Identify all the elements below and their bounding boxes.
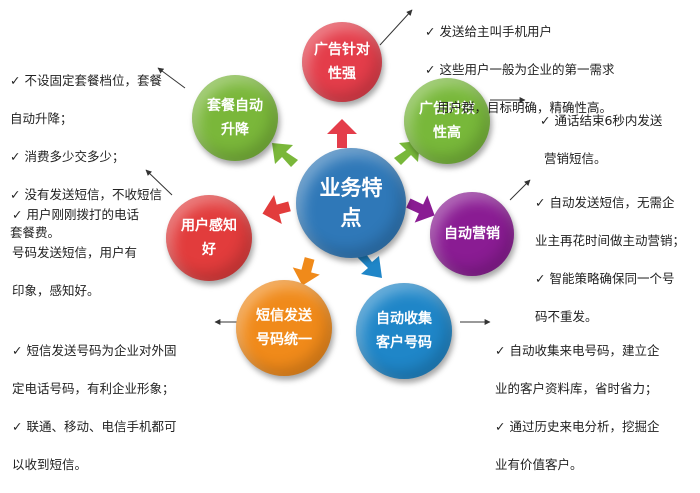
text-auto-marketing: ✓ 自动发送短信，无需企 业主再花时间做主动营销； ✓ 智能策略确保同一个号 码… (535, 174, 685, 345)
arrow-to-user-feel (262, 194, 291, 224)
diagram-canvas (145, 9, 531, 325)
node-user-feel: 用户感知 好 (166, 195, 252, 281)
text-line: ✓ 联通、移动、电信手机都可 (12, 419, 177, 434)
text-line: 业的客户资料库，省时省力； (495, 381, 658, 396)
text-line: ✓ 用户刚刚拨打的电话 (12, 207, 139, 222)
text-line: ✓ 通过历史来电分析，挖掘企 (495, 419, 660, 434)
arrow-to-targeted (327, 119, 357, 148)
text-line: 号码发送短信，用户有 (12, 245, 138, 260)
arrow-to-auto-collect (356, 250, 382, 278)
text-line: ✓ 不设固定套餐档位，套餐 (10, 73, 162, 88)
text-line: 定电话号码，有利企业形象； (12, 381, 175, 396)
node-unified-number: 短信发送 号码统一 (236, 280, 332, 376)
text-line: ✓ 没有发送短信，不收短信 (10, 187, 162, 202)
text-line: 业有价值客户。 (495, 457, 583, 472)
text-line: 套餐费。 (10, 225, 61, 240)
arrow-to-unified-number (292, 257, 320, 286)
text-auto-collect: ✓ 自动收集来电号码，建立企 业的客户资料库，省时省力； ✓ 通过历史来电分析，… (495, 322, 659, 493)
text-line: ✓ 短信发送号码为企业对外固 (12, 343, 177, 358)
text-line: ✓ 消费多少交多少； (10, 149, 125, 164)
text-auto-plan: ✓ 不设固定套餐档位，套餐 自动升降； ✓ 消费多少交多少； ✓ 没有发送短信，… (10, 52, 162, 261)
text-timely: ✓ 通话结束6秒内发送 营销短信。 (540, 92, 662, 187)
node-auto-marketing: 自动营销 (430, 192, 514, 276)
text-line: ✓ 智能策略确保同一个号 (535, 271, 675, 286)
text-line: ✓ 发送给主叫手机用户 (425, 24, 552, 39)
text-user-feel: ✓ 用户刚刚拨打的电话 号码发送短信，用户有 印象，感知好。 (12, 186, 139, 319)
text-line: 印象，感知好。 (12, 283, 100, 298)
leader-auto-marketing (509, 179, 531, 201)
node-auto-plan: 套餐自动 升降 (192, 75, 278, 161)
center-node: 业务特 点 (296, 148, 406, 258)
text-line: 码不重发。 (535, 309, 598, 324)
text-line: ✓ 自动发送短信，无需企 (535, 195, 675, 210)
text-line: 用户群，目标明确，精确性高。 (437, 100, 613, 115)
node-auto-collect: 自动收集 客户号码 (356, 283, 452, 379)
text-line: 营销短信。 (544, 151, 607, 166)
text-unified-number: ✓ 短信发送号码为企业对外固 定电话号码，有利企业形象； ✓ 联通、移动、电信手… (12, 322, 176, 493)
arrow-to-auto-plan (272, 143, 298, 167)
node-timely: 广告时效 性高 (404, 78, 490, 164)
text-line: 业主再花时间做主动营销； (535, 233, 686, 248)
text-line: ✓ 通话结束6秒内发送 (540, 113, 663, 128)
leader-auto-plan (157, 67, 186, 89)
leader-targeted (379, 9, 413, 46)
text-line: ✓ 这些用户一般为企业的第一需求 (425, 62, 615, 77)
text-targeted: ✓ 发送给主叫手机用户 ✓ 这些用户一般为企业的第一需求 用户群，目标明确，精确… (425, 3, 614, 136)
node-targeted: 广告针对 性强 (302, 22, 382, 102)
text-line: 以收到短信。 (12, 457, 88, 472)
leader-user-feel (145, 169, 173, 196)
text-line: ✓ 自动收集来电号码，建立企 (495, 343, 660, 358)
text-line: 自动升降； (10, 111, 73, 126)
arrow-to-auto-marketing (406, 195, 435, 223)
